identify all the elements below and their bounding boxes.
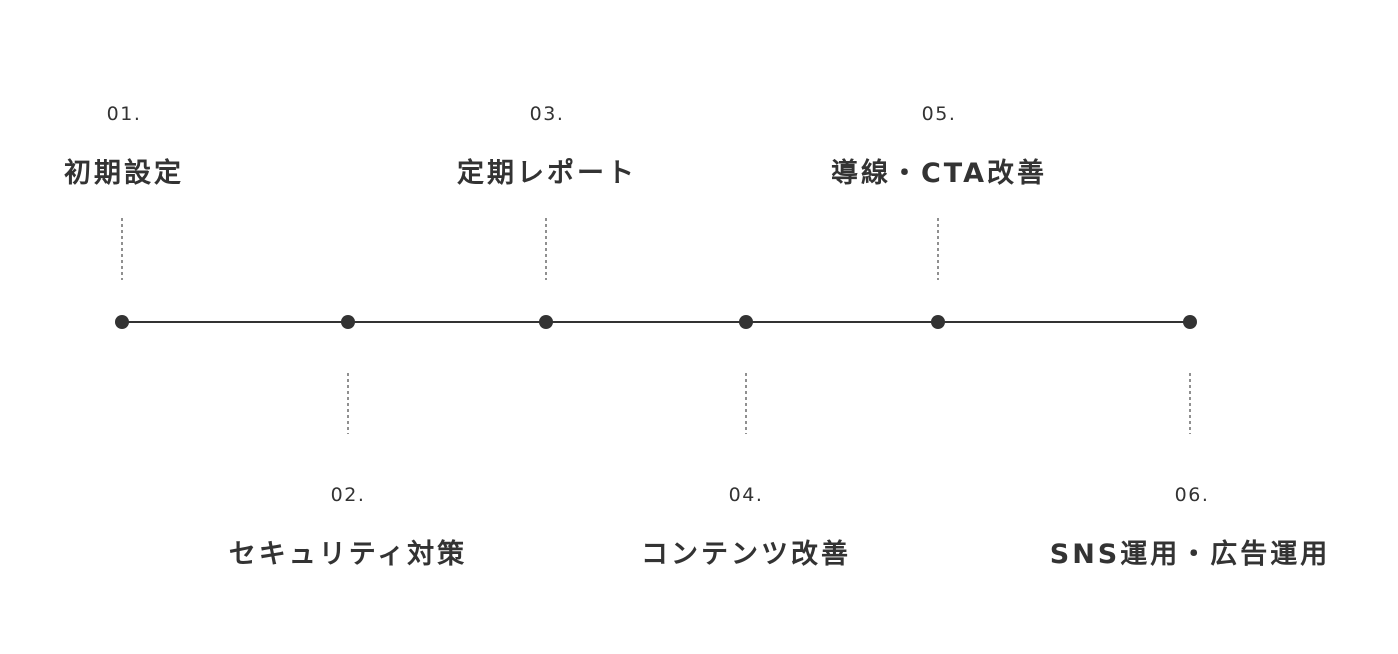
timeline-dot-2: [341, 315, 355, 329]
step-1-title: 初期設定: [64, 158, 184, 189]
step-5-number: 05.: [921, 103, 957, 125]
step-6-title: SNS運用・広告運用: [1049, 539, 1331, 570]
timeline-dot-1: [115, 315, 129, 329]
step-3-title: 定期レポート: [457, 158, 637, 189]
timeline-dot-6: [1183, 315, 1197, 329]
step-1-number: 01.: [106, 103, 142, 125]
timeline-dot-4: [739, 315, 753, 329]
step-2-number: 02.: [330, 484, 366, 506]
step-6-number: 06.: [1174, 484, 1210, 506]
timeline-connectors: [121, 218, 1191, 434]
step-4-number: 04.: [728, 484, 764, 506]
step-3-number: 03.: [529, 103, 565, 125]
timeline-dot-3: [539, 315, 553, 329]
step-5-title: 導線・CTA改善: [830, 158, 1048, 189]
timeline-dot-5: [931, 315, 945, 329]
step-2-title: セキュリティ対策: [228, 539, 468, 570]
step-4-title: コンテンツ改善: [641, 539, 851, 570]
timeline-dots: [115, 315, 1197, 329]
